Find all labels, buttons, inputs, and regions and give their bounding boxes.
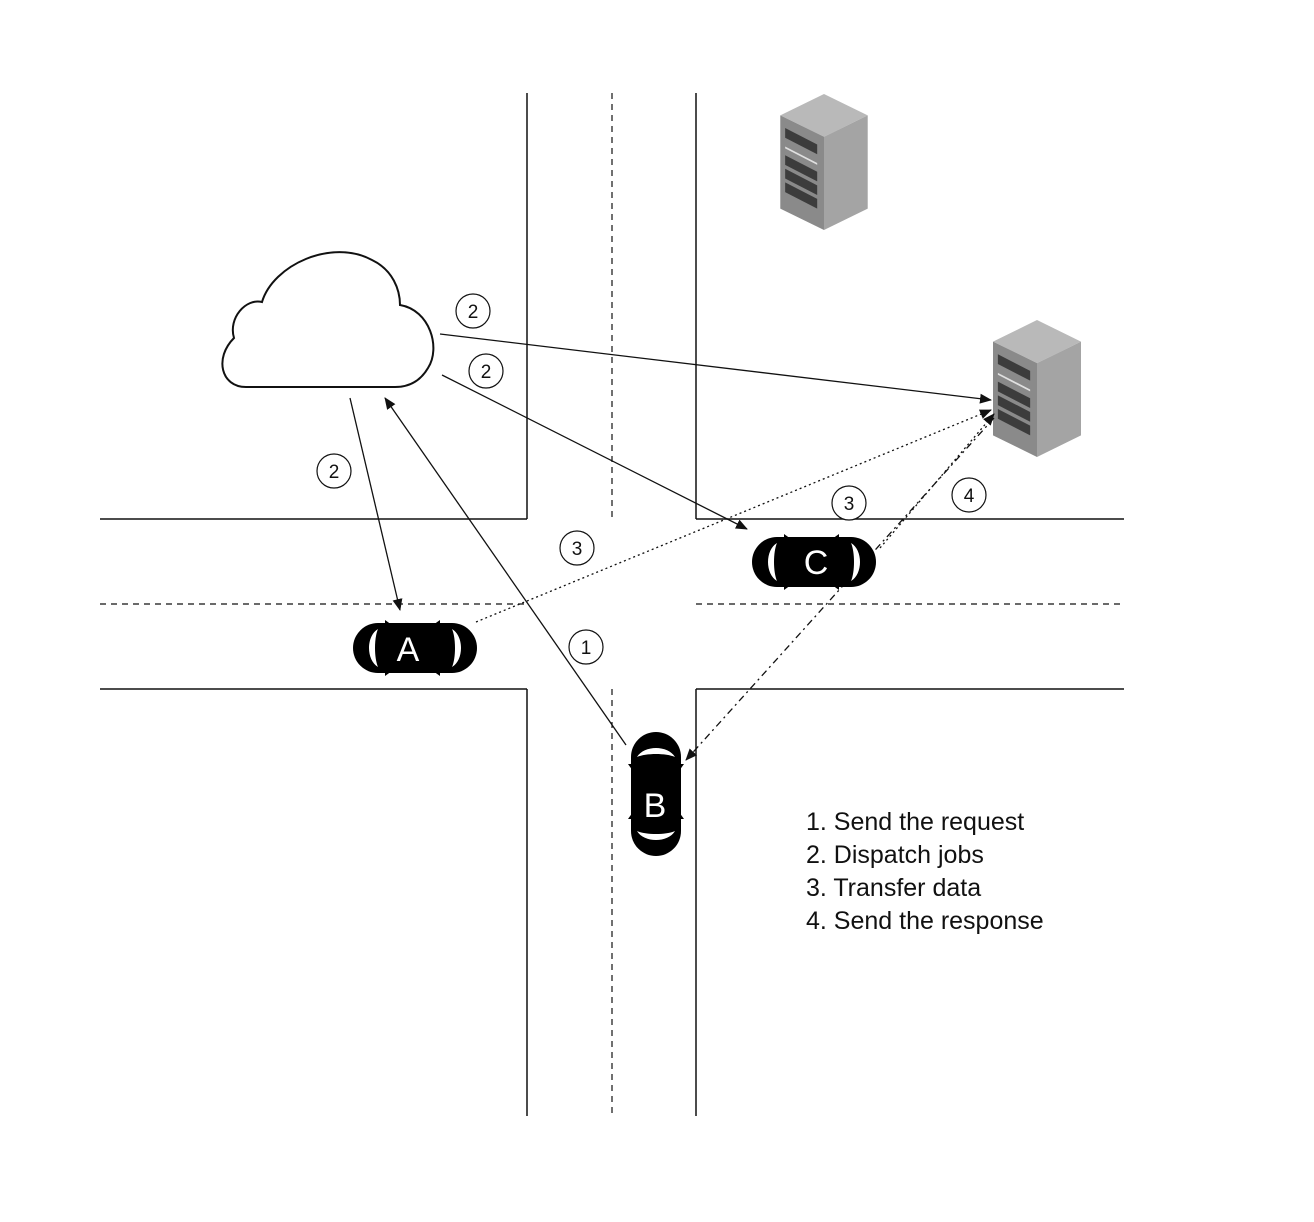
legend-item: 3. Transfer data — [806, 874, 982, 902]
step-marker: 3 — [559, 530, 595, 566]
step-marker-label: 2 — [468, 302, 479, 323]
legend: 1. Send the request 2. Dispatch jobs 3. … — [806, 806, 1044, 938]
step-marker-label: 3 — [844, 494, 855, 515]
step-marker: 4 — [951, 477, 987, 513]
car-c-label: C — [804, 544, 829, 582]
step-marker-label: 3 — [572, 539, 583, 560]
lane-center-lines — [100, 93, 1124, 1116]
step-marker: 3 — [831, 485, 867, 521]
step-marker: 2 — [468, 353, 504, 389]
car-c: C — [752, 534, 876, 590]
cloud-icon — [221, 251, 435, 388]
car-a: A — [353, 620, 477, 676]
dispatch-arrows — [349, 333, 992, 746]
server-icon — [993, 320, 1081, 457]
step-marker: 2 — [316, 453, 352, 489]
car-b-label: B — [644, 787, 667, 825]
step-marker-label: 4 — [964, 486, 975, 507]
car-b: B — [628, 732, 684, 856]
road-lines — [100, 93, 1124, 1116]
legend-item: 4. Send the response — [806, 907, 1044, 935]
step-marker: 1 — [568, 629, 604, 665]
step-marker: 2 — [455, 293, 491, 329]
step-marker-label: 1 — [581, 638, 592, 659]
step-marker-label: 2 — [329, 462, 340, 483]
transfer-arrows — [475, 409, 995, 623]
car-a-label: A — [397, 631, 420, 669]
step-marker-label: 2 — [481, 362, 492, 383]
server-icon — [780, 94, 868, 230]
legend-item: 2. Dispatch jobs — [806, 841, 984, 869]
legend-item: 1. Send the request — [806, 808, 1025, 836]
response-arrow — [685, 417, 995, 761]
